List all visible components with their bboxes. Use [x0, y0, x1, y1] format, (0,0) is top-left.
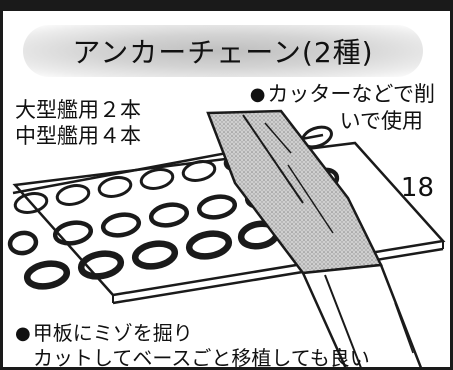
title-shaded-background — [23, 25, 423, 77]
cutter-note-line2: いで使用 — [339, 109, 423, 133]
deck-note-line2: カットしてベースごと移植しても良い — [33, 346, 370, 370]
deck-note: ●甲板にミゾを掘り カットしてベースごと移植しても良い — [15, 321, 370, 370]
deck-note-line1: 甲板にミゾを掘り — [32, 321, 193, 345]
cutter-note-line1: カッターなどで削 — [267, 82, 435, 106]
anchor-chain-drawing — [7, 109, 446, 367]
diagram-title: アンカーチェーン(2種) — [72, 36, 374, 69]
bullet-icon: ● — [15, 323, 31, 344]
ship-chain-counts: 大型艦用２本 中型艦用４本 — [15, 97, 141, 149]
medium-ship-count: 中型艦用４本 — [15, 124, 141, 148]
bullet-icon: ● — [249, 84, 266, 105]
top-border-bar — [3, 3, 450, 11]
large-ship-count: 大型艦用２本 — [15, 98, 141, 122]
page-number: 18 — [400, 173, 434, 203]
cutter-knife — [206, 109, 423, 367]
cutter-note: ●カッターなどで削 いで使用 — [225, 81, 435, 134]
